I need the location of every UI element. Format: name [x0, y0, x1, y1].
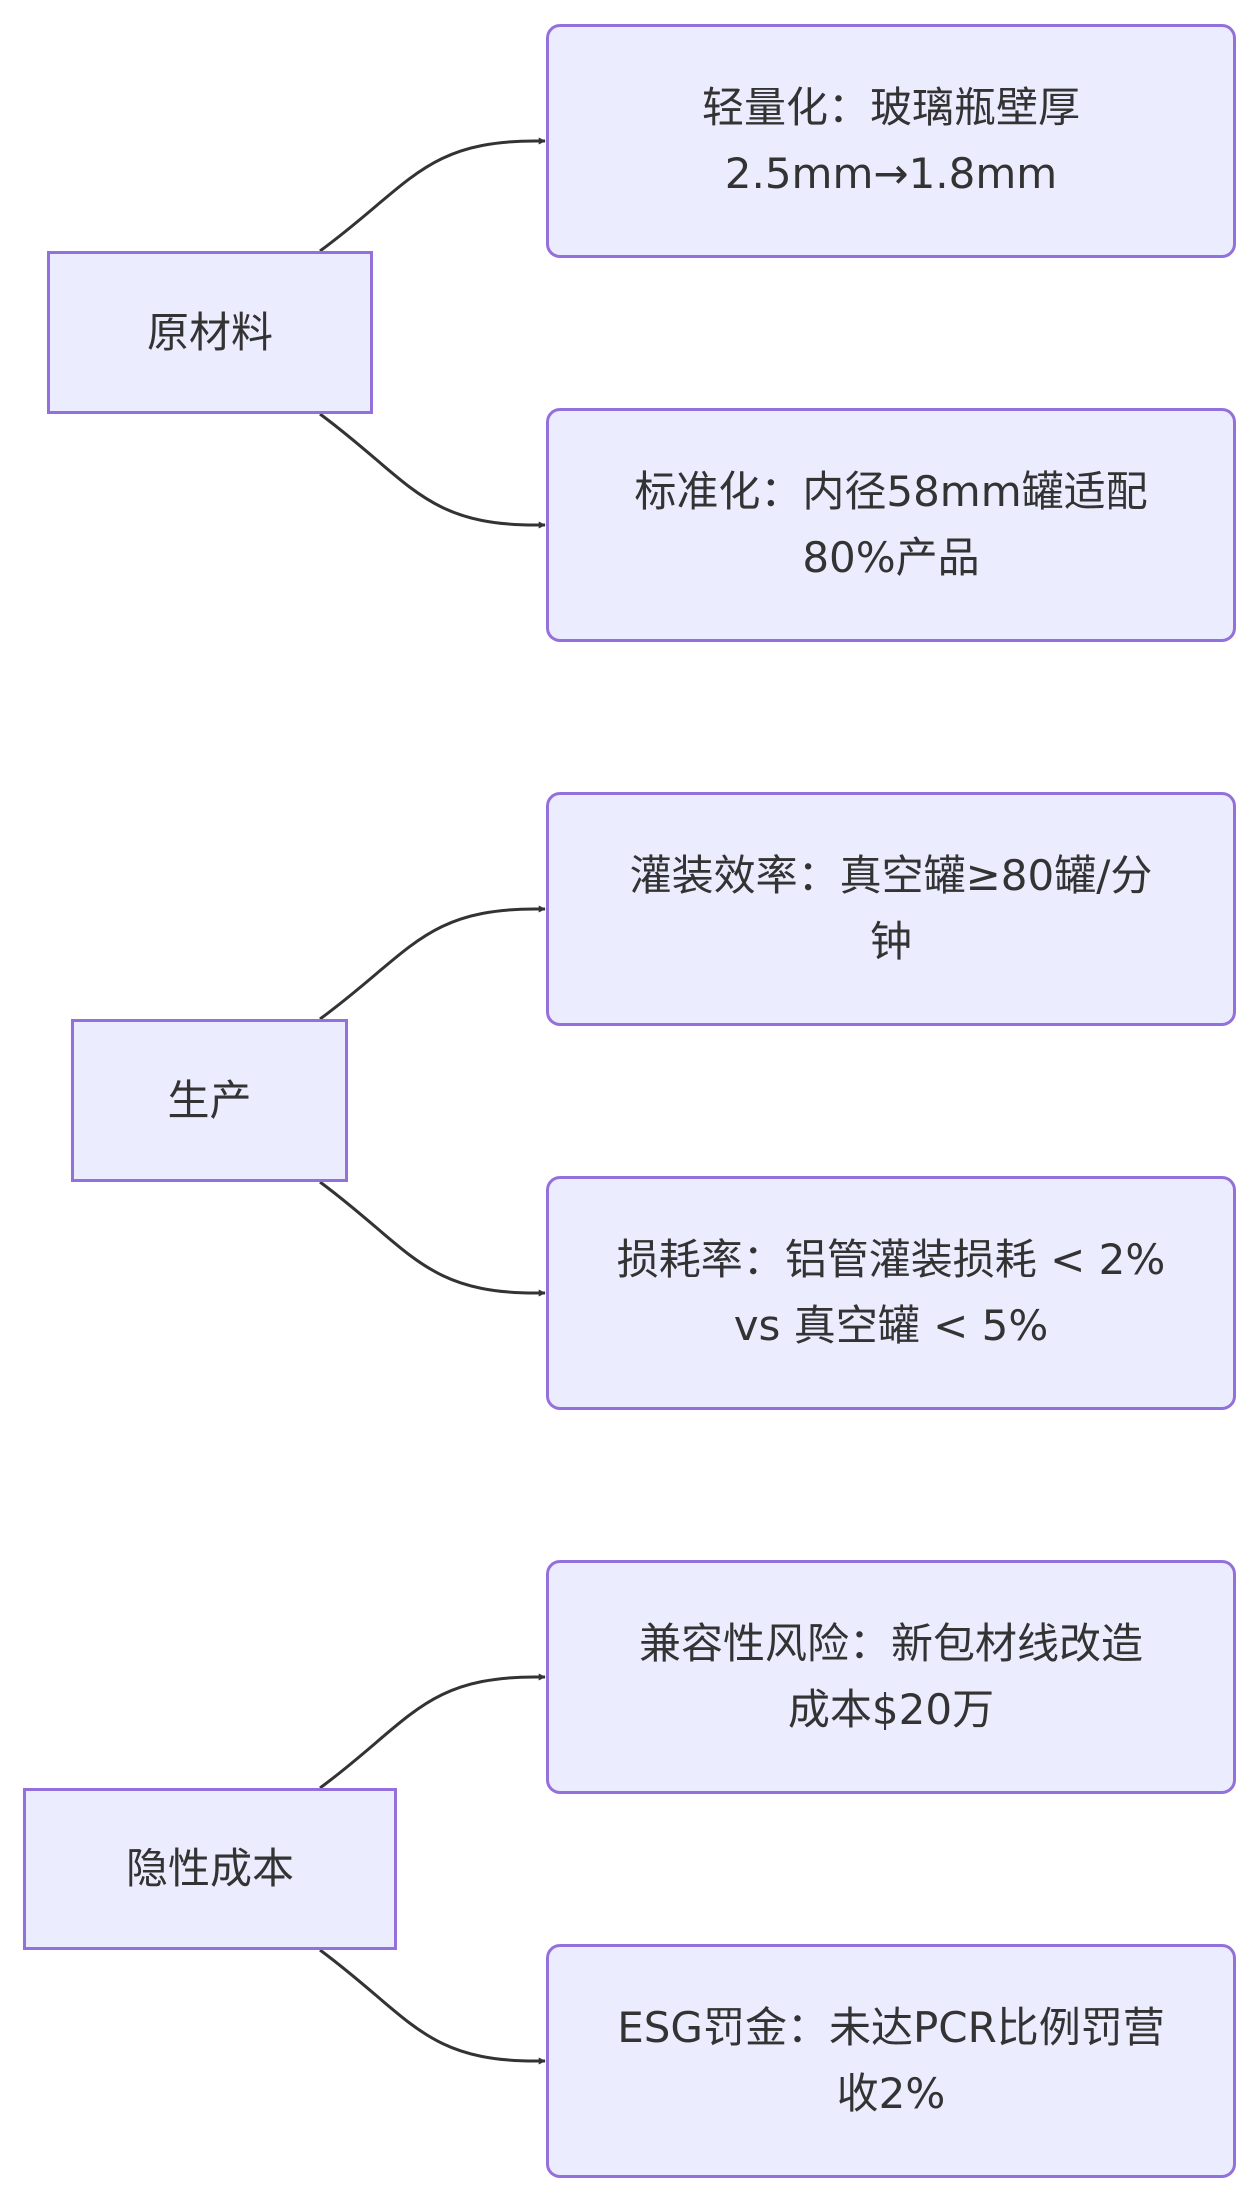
node-text: 灌装效率：真空罐≥80罐/分 钟 [590, 843, 1193, 975]
node-text: ESG罚金：未达PCR比例罚营 收2% [577, 1995, 1205, 2127]
node-text: 损耗率：铝管灌装损耗 < 2% vs 真空罐 < 5% [577, 1227, 1206, 1359]
node-loss-rate[interactable]: 损耗率：铝管灌装损耗 < 2% vs 真空罐 < 5% [546, 1176, 1236, 1410]
edge-arrow-hidden-2 [319, 1948, 546, 2065]
node-text: 轻量化：玻璃瓶壁厚 2.5mm→1.8mm [662, 75, 1120, 207]
node-lightweighting[interactable]: 轻量化：玻璃瓶壁厚 2.5mm→1.8mm [546, 24, 1236, 258]
node-text-line: 钟 [869, 917, 912, 966]
node-filling-efficiency[interactable]: 灌装效率：真空罐≥80罐/分 钟 [546, 792, 1236, 1026]
node-text: 标准化：内径58mm罐适配 80%产品 [594, 459, 1187, 591]
edge-arrow-raw-1 [319, 137, 546, 253]
edge-arrow-raw-2 [319, 412, 546, 529]
node-text-line: 80%产品 [802, 533, 980, 582]
node-text-line: 成本$20万 [787, 1685, 995, 1734]
node-label: 原材料 [146, 307, 273, 357]
node-text-line: 损耗率：铝管灌装损耗 < 2% [616, 1235, 1166, 1284]
node-production[interactable]: 生产 [71, 1019, 348, 1182]
node-label: 隐性成本 [125, 1844, 294, 1893]
node-text-line: 收2% [836, 2069, 946, 2118]
node-label: 生产 [167, 1075, 252, 1125]
node-text-line: 兼容性风险：新包材线改造 [638, 1619, 1143, 1668]
node-text-line: 轻量化：玻璃瓶壁厚 [701, 83, 1080, 132]
edge-arrow-prod-1 [319, 905, 546, 1021]
node-text-line: 标准化：内径58mm罐适配 [634, 467, 1148, 516]
node-text-line: 2.5mm→1.8mm [724, 149, 1058, 198]
node-esg-penalty[interactable]: ESG罚金：未达PCR比例罚营 收2% [546, 1944, 1236, 2178]
node-standardization[interactable]: 标准化：内径58mm罐适配 80%产品 [546, 408, 1236, 642]
node-compatibility-risk[interactable]: 兼容性风险：新包材线改造 成本$20万 [546, 1560, 1236, 1794]
node-text: 兼容性风险：新包材线改造 成本$20万 [599, 1611, 1183, 1743]
node-raw-materials[interactable]: 原材料 [47, 251, 373, 414]
edge-arrow-hidden-1 [319, 1673, 546, 1790]
edge-arrow-prod-2 [319, 1180, 546, 1297]
node-hidden-costs[interactable]: 隐性成本 [23, 1788, 397, 1950]
node-text-line: ESG罚金：未达PCR比例罚营 [617, 2003, 1165, 2052]
node-text-line: vs 真空罐 < 5% [733, 1301, 1049, 1350]
node-text-line: 灌装效率：真空罐≥80罐/分 [629, 851, 1153, 900]
